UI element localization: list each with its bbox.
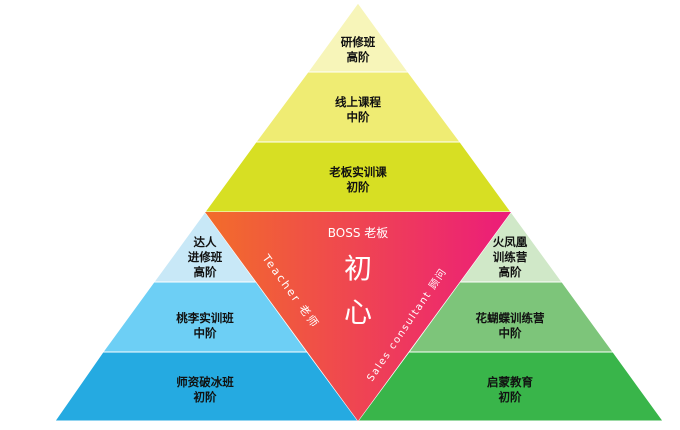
top-advanced-label: 研修班高阶 (341, 35, 376, 64)
right-advanced-label: 火凤凰训练营高阶 (493, 235, 528, 279)
left-beginner-label: 师资破冰班初阶 (176, 375, 234, 404)
right-intermediate-label: 花蝴蝶训练营中阶 (476, 311, 545, 340)
center-boss-triangle (205, 212, 511, 421)
band-right-beginner (357, 351, 664, 422)
left-intermediate-label: 桃李实训班中阶 (176, 311, 234, 340)
top-intermediate-label: 线上课程中阶 (335, 95, 381, 124)
center-char-2: 心 (344, 296, 372, 329)
top-beginner-label: 老板实训课初阶 (328, 165, 387, 194)
right-beginner-label: 启蒙教育初阶 (487, 375, 533, 404)
boss-title: BOSS 老板 (328, 226, 389, 240)
center-char-1: 初 (344, 252, 372, 285)
left-advanced-label: 达人进修班高阶 (188, 235, 223, 279)
